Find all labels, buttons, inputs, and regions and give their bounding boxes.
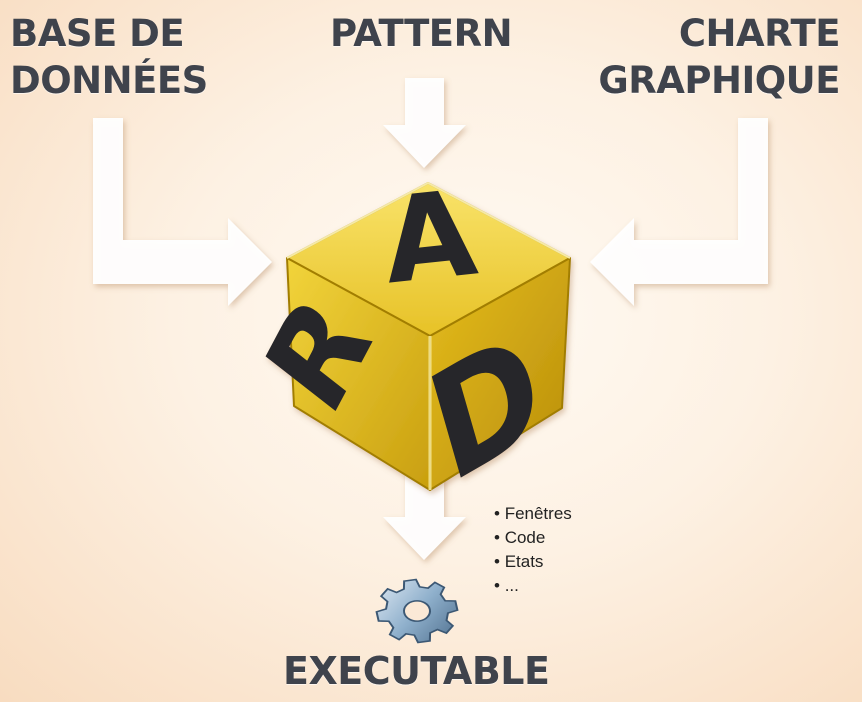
- list-item: Etats: [494, 550, 572, 574]
- charter-label: CHARTE GRAPHIQUE: [598, 10, 840, 104]
- list-item: Fenêtres: [494, 502, 572, 526]
- executable-label: EXECUTABLE: [283, 648, 550, 695]
- cube-letter-a: A: [377, 164, 482, 311]
- list-item: Code: [494, 526, 572, 550]
- database-label: BASE DE DONNÉES: [10, 10, 208, 104]
- gear-icon: [375, 578, 459, 644]
- list-item: ...: [494, 574, 572, 598]
- pattern-label: PATTERN: [330, 10, 513, 57]
- arrow-icon: [93, 118, 272, 306]
- pattern-label-text: PATTERN: [330, 12, 513, 55]
- database-label-line-2: DONNÉES: [10, 59, 208, 102]
- charter-label-line-2: GRAPHIQUE: [598, 59, 840, 102]
- arrow-icon: [383, 470, 466, 560]
- outputs-list: Fenêtres Code Etats ...: [494, 502, 572, 598]
- arrow-icon: [383, 78, 466, 168]
- executable-label-text: EXECUTABLE: [283, 649, 550, 693]
- cube-icon: A R D: [241, 164, 571, 517]
- arrow-icon: [590, 118, 768, 306]
- database-label-line-1: BASE DE: [10, 12, 185, 55]
- charter-label-line-1: CHARTE: [678, 12, 841, 55]
